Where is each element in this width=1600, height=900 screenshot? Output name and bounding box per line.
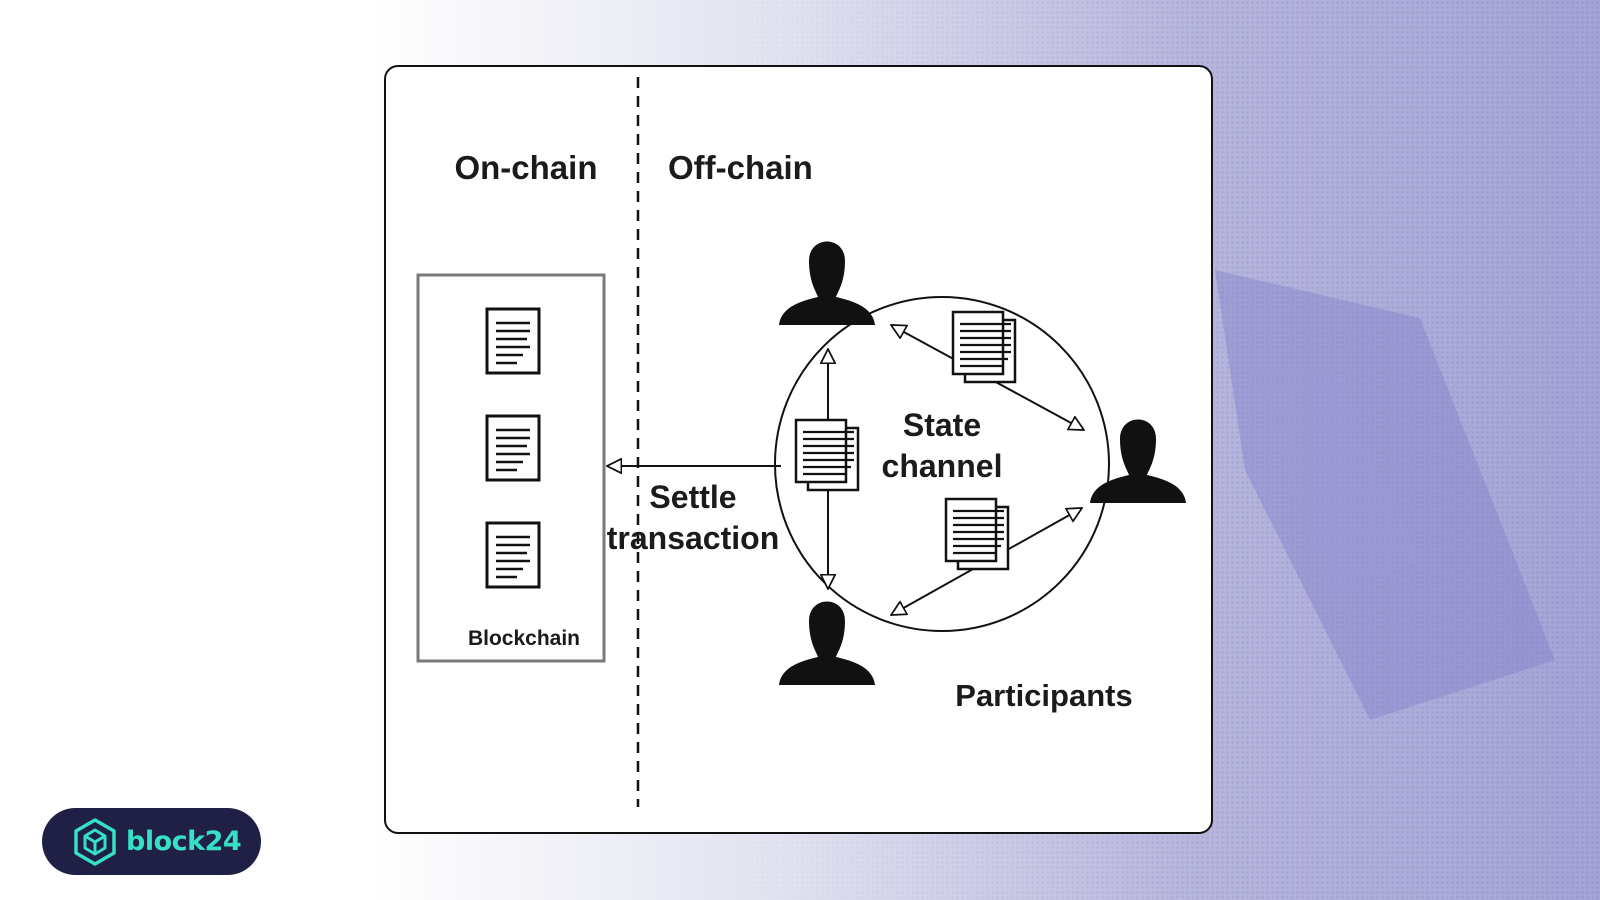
block-document-3 bbox=[485, 521, 541, 589]
state-channel-label-line2: channel bbox=[882, 448, 1003, 484]
channel-document-stack-bottom bbox=[944, 497, 1010, 571]
cube-logo-icon bbox=[74, 817, 116, 866]
off-chain-label: Off-chain bbox=[668, 149, 813, 186]
blockchain-box: Blockchain bbox=[416, 273, 606, 663]
block24-logo: block24 bbox=[42, 808, 261, 875]
block-document-2 bbox=[485, 414, 541, 482]
blockchain-label: Blockchain bbox=[468, 627, 580, 650]
channel-document-stack-left bbox=[794, 418, 860, 492]
diagram-card: On-chain Off-chain Blockchain State chan… bbox=[384, 65, 1213, 834]
participant-top-icon bbox=[779, 241, 875, 325]
participant-bottom-icon bbox=[779, 601, 875, 685]
block-document-1 bbox=[485, 307, 541, 375]
settle-label-line1: Settle bbox=[649, 479, 736, 515]
channel-document-stack-top bbox=[951, 310, 1017, 384]
participant-right-icon bbox=[1090, 419, 1186, 503]
settle-label-line2: transaction bbox=[607, 520, 779, 556]
participants-label: Participants bbox=[955, 678, 1132, 713]
state-channel-diagram: On-chain Off-chain Blockchain State chan… bbox=[416, 77, 1186, 807]
logo-wordmark: block24 bbox=[126, 826, 242, 857]
state-channel-label-line1: State bbox=[903, 407, 981, 443]
on-chain-label: On-chain bbox=[454, 149, 597, 186]
state-channel-circle bbox=[774, 296, 1110, 632]
